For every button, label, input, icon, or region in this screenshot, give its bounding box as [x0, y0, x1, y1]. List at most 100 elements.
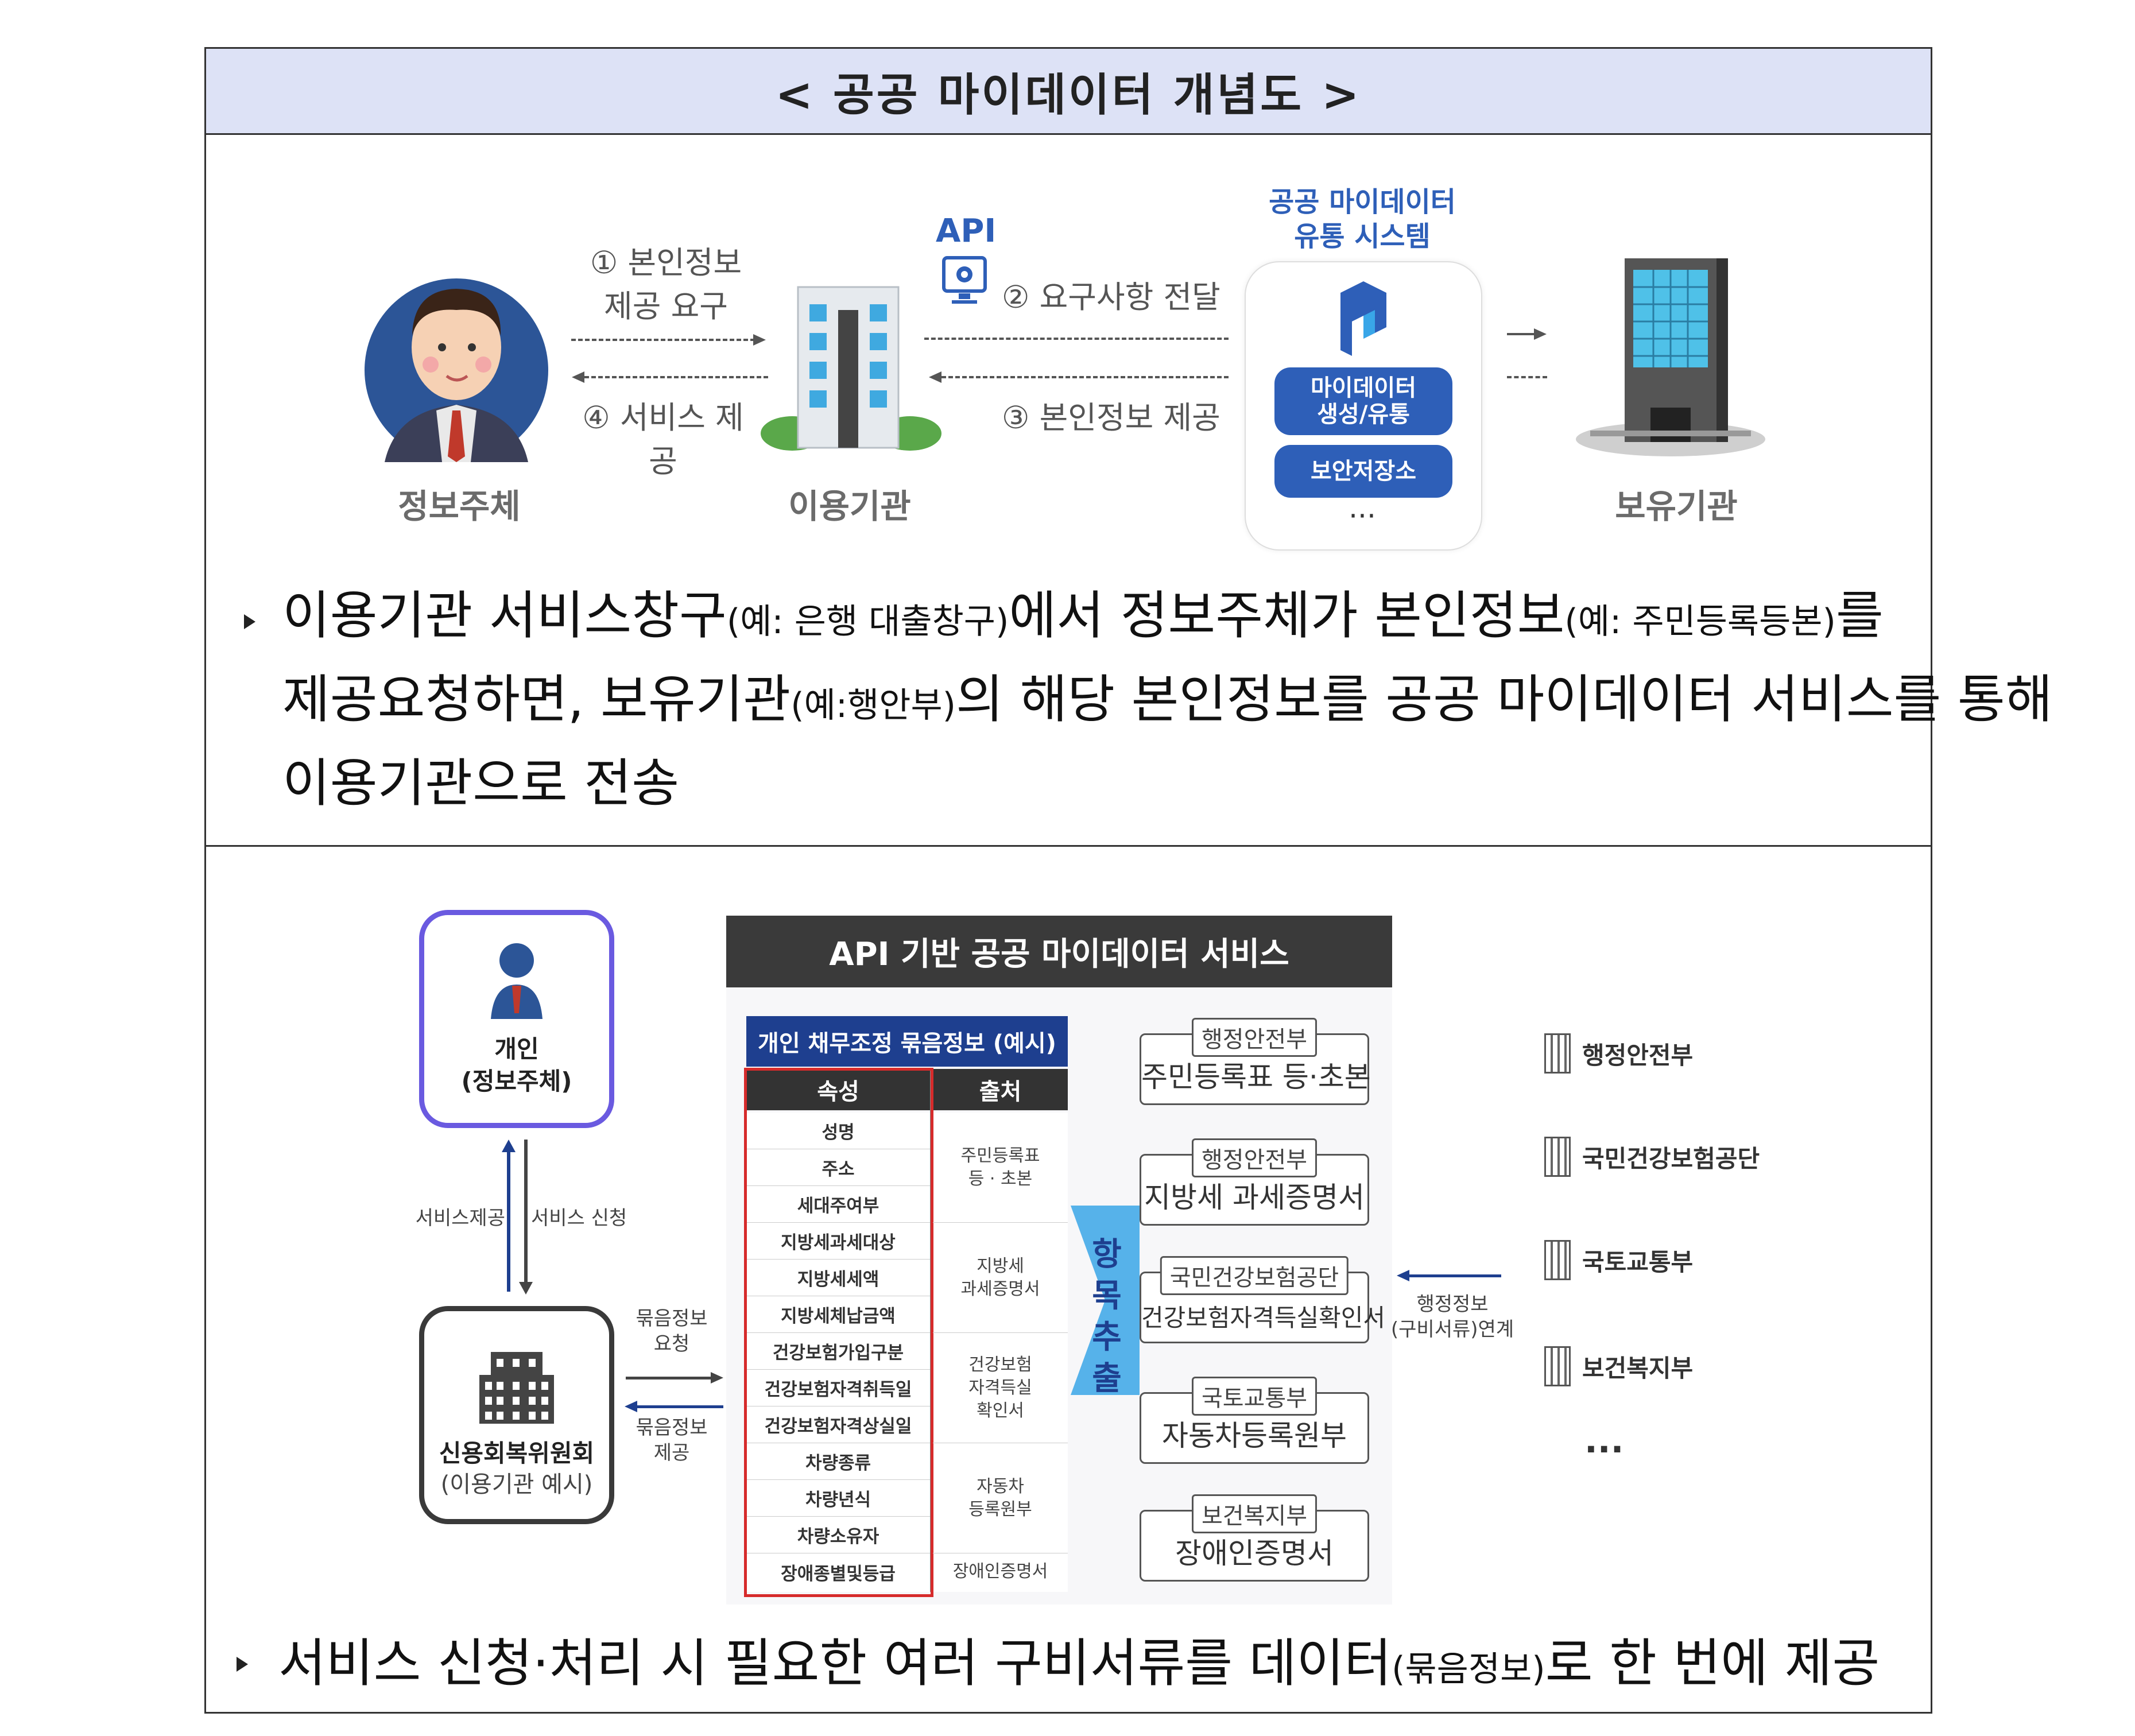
agency-name: 국토교통부	[1582, 1247, 1694, 1276]
service-apply-arrow-line	[524, 1140, 528, 1283]
agency-name: 보건복지부	[1582, 1354, 1694, 1382]
bundle-provide-arrow-line	[637, 1405, 723, 1408]
service-provide-arrow-line	[507, 1148, 510, 1292]
step3-arrow-head	[929, 371, 941, 383]
service-apply-label: 서비스 신청	[531, 1207, 627, 1230]
attribute-cell: 차량소유자	[746, 1517, 930, 1553]
bundle-provide-line2: 제공	[653, 1442, 690, 1464]
bullet1-line2: 제공요청하면, 보유기관(예:행안부)의 해당 본인정보를 공공 마이데이터 서…	[282, 669, 2053, 730]
step1-arrow-head	[753, 334, 766, 346]
mydata-generation-pill: 마이데이터 생성/유통	[1274, 367, 1452, 435]
attribute-cell: 차량년식	[746, 1480, 930, 1517]
bundle-provide-line1: 묶음정보	[636, 1416, 708, 1439]
attribute-column-header: 속성	[746, 1069, 930, 1110]
doc-title: 장애인증명서	[1175, 1537, 1334, 1570]
attribute-cell: 차량종류	[746, 1443, 930, 1480]
holder-building-icon	[1573, 241, 1768, 459]
step1-label: ① 본인정보 제공 요구	[574, 241, 758, 328]
step2-arrow-line	[924, 338, 1229, 340]
attribute-cell: 지방세체납금액	[746, 1296, 930, 1333]
doc-title: 지방세 과세증명서	[1144, 1181, 1365, 1214]
service-provide-arrow-head	[502, 1140, 516, 1152]
step4-label: ④ 서비스 제공	[582, 400, 744, 479]
step1-line2: 제공 요구	[604, 288, 728, 324]
extract-line1: 항목	[1092, 1236, 1122, 1315]
secure-storage-pill: 보안저장소	[1274, 445, 1452, 498]
bundle-provide-label: 묶음정보 제공	[629, 1415, 715, 1466]
holder-arrow-head	[1534, 328, 1547, 340]
individual-line1: 개인	[494, 1035, 539, 1063]
bundle-request-arrow-line	[626, 1377, 712, 1380]
bullet1-marker-icon	[244, 614, 255, 629]
doc-tag: 보건복지부	[1192, 1494, 1317, 1533]
bundle-provide-arrow-head	[625, 1401, 637, 1412]
extract-line2: 추출	[1092, 1319, 1122, 1397]
service-apply-arrow-head	[519, 1282, 533, 1295]
user-org-label: 이용기관	[788, 487, 911, 526]
credit-agency-building-icon	[479, 1340, 554, 1427]
agency-building-icon	[1544, 1137, 1571, 1177]
attribute-cell: 세대주여부	[746, 1186, 930, 1223]
credit-agency-line2: (이용기관 예시)	[440, 1471, 593, 1498]
admin-link-label: 행정정보 (구비서류)연계	[1389, 1292, 1516, 1342]
doc-card: 행정안전부 주민등록표 등·초본	[1140, 1018, 1371, 1105]
attribute-cell: 성명	[746, 1113, 930, 1149]
bullet2-text: 서비스 신청·처리 시 필요한 여러 구비서류를 데이터(묶음정보)로 한 번에…	[278, 1633, 1880, 1694]
agency-name: 행정안전부	[1582, 1041, 1694, 1070]
doc-tag: 국민건강보험공단	[1160, 1256, 1349, 1295]
pill1-line1: 마이데이터	[1311, 375, 1416, 401]
agency-building-icon	[1544, 1240, 1571, 1280]
attribute-cell: 장애종별및등급	[781, 1563, 896, 1584]
bundle-request-arrow-head	[711, 1372, 723, 1384]
doc-title: 주민등록표 등·초본	[1141, 1060, 1371, 1094]
attribute-highlight-box	[744, 1068, 933, 1597]
bullet1-text: 이용기관 서비스창구(예: 은행 대출창구)에서 정보주체가 본인정보(예: 주…	[282, 577, 2053, 823]
service-provide-label: 서비스제공	[415, 1207, 505, 1230]
doc-title: 건강보험자격득실확인서	[1141, 1304, 1386, 1332]
attribute-cell: 건강보험자격상실일	[746, 1406, 930, 1443]
step3-arrow-line	[941, 376, 1229, 378]
step4-arrow-line	[584, 376, 768, 378]
api-panel-title: API 기반 공공 마이데이터 서비스	[726, 916, 1392, 987]
bundle-request-label: 묶음정보 요청	[629, 1306, 715, 1357]
admin-link-arrow-line	[1409, 1274, 1501, 1277]
doc-title: 자동차등록원부	[1162, 1419, 1347, 1452]
api-monitor-icon	[941, 255, 987, 307]
holder-arrow-line	[1507, 333, 1536, 335]
step3-label: ③ 본인정보 제공	[1002, 400, 1220, 436]
system-ellipsis: ···	[1349, 499, 1376, 533]
agencies-ellipsis: ···	[1584, 1429, 1624, 1470]
extract-label: 항목 추출	[1078, 1234, 1136, 1400]
user-org-building-icon	[758, 276, 941, 454]
doc-tag: 국토교통부	[1192, 1377, 1317, 1416]
bullet2-marker-icon	[237, 1657, 248, 1672]
agency-item: 국민건강보험공단	[1544, 1137, 1760, 1177]
step1-line1: ① 본인정보	[590, 245, 742, 281]
attribute-cell: 건강보험자격취득일	[746, 1370, 930, 1406]
subject-label: 정보주체	[398, 487, 521, 526]
agency-item: 국토교통부	[1544, 1240, 1693, 1280]
attribute-list: 성명 주소 세대주여부 지방세과세대상 지방세세액 지방세체납금액 건강보험가입…	[746, 1113, 930, 1590]
individual-line2: (정보주체)	[461, 1067, 572, 1095]
pill1-line2: 생성/유통	[1317, 401, 1410, 428]
agency-name: 국민건강보험공단	[1582, 1144, 1760, 1173]
step2-label: ② 요구사항 전달	[1002, 279, 1220, 315]
credit-agency-label: 신용회복위원회 (이용기관 예시)	[419, 1438, 614, 1500]
source-cell: 장애인증명서	[952, 1561, 1048, 1582]
mydata-logo-icon	[1335, 281, 1392, 359]
individual-label: 개인 (정보주체)	[419, 1033, 614, 1098]
doc-tag: 행정안전부	[1192, 1138, 1317, 1177]
individual-person-icon	[488, 939, 545, 1019]
source-column-header: 출처	[933, 1069, 1068, 1110]
doc-card: 국토교통부 자동차등록원부	[1140, 1377, 1369, 1464]
attribute-cell: 지방세과세대상	[746, 1223, 930, 1260]
doc-card: 보건복지부 장애인증명서	[1140, 1494, 1369, 1582]
system-title: 공공 마이데이터 유통 시스템	[1245, 185, 1480, 254]
attribute-cell: 주소	[746, 1149, 930, 1186]
doc-tag: 행정안전부	[1192, 1018, 1317, 1057]
bundle-request-line1: 묶음정보	[636, 1307, 708, 1330]
system-title-line1: 공공 마이데이터	[1269, 186, 1456, 218]
